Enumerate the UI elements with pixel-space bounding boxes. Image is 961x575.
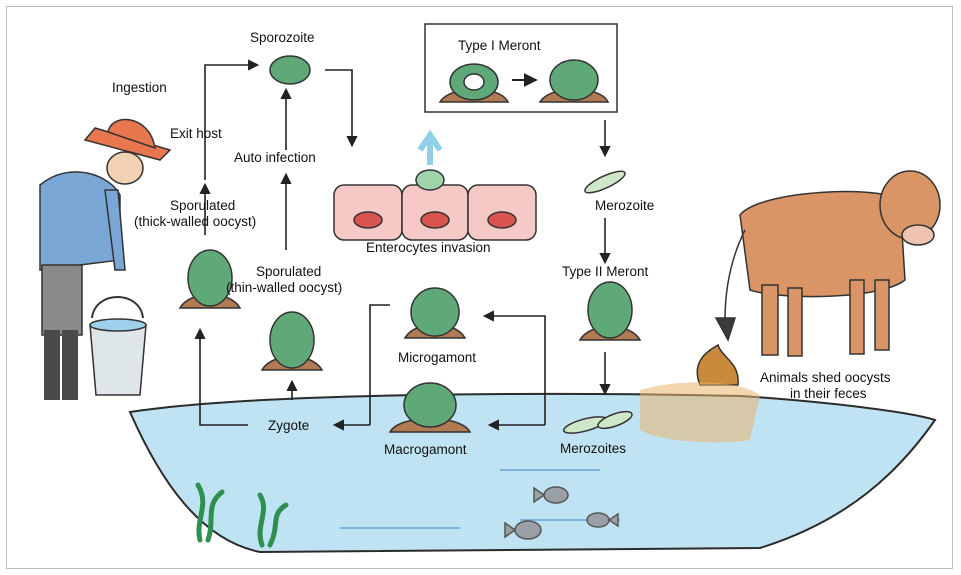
cow-icon [716,171,940,356]
label-exit-host: Exit host [170,126,222,142]
label-animals-shed-2: in their feces [790,386,867,402]
bucket-icon [90,297,146,395]
label-enterocytes-invasion: Enterocytes invasion [366,240,491,256]
label-macrogamont: Macrogamont [384,442,467,458]
label-ingestion: Ingestion [112,80,167,96]
label-sporulated-thick-1: Sporulated [170,198,235,214]
label-type2-meront: Type II Meront [562,264,648,280]
label-animals-shed-1: Animals shed oocysts [760,370,891,386]
label-microgamont: Microgamont [398,350,476,366]
label-auto-infection: Auto infection [234,150,316,166]
label-sporulated-thin-1: Sporulated [256,264,321,280]
label-sporulated-thick-2: (thick-walled oocyst) [134,214,256,230]
enterocytes-icon [334,135,536,240]
label-sporulated-thin-2: (thin-walled oocyst) [226,280,342,296]
label-merozoite: Merozoite [595,198,654,214]
label-sporozoite: Sporozoite [250,30,315,46]
label-zygote: Zygote [268,418,309,434]
label-merozoites: Merozoites [560,441,626,457]
feces-icon [640,345,760,442]
label-type1-meront: Type I Meront [458,38,541,54]
